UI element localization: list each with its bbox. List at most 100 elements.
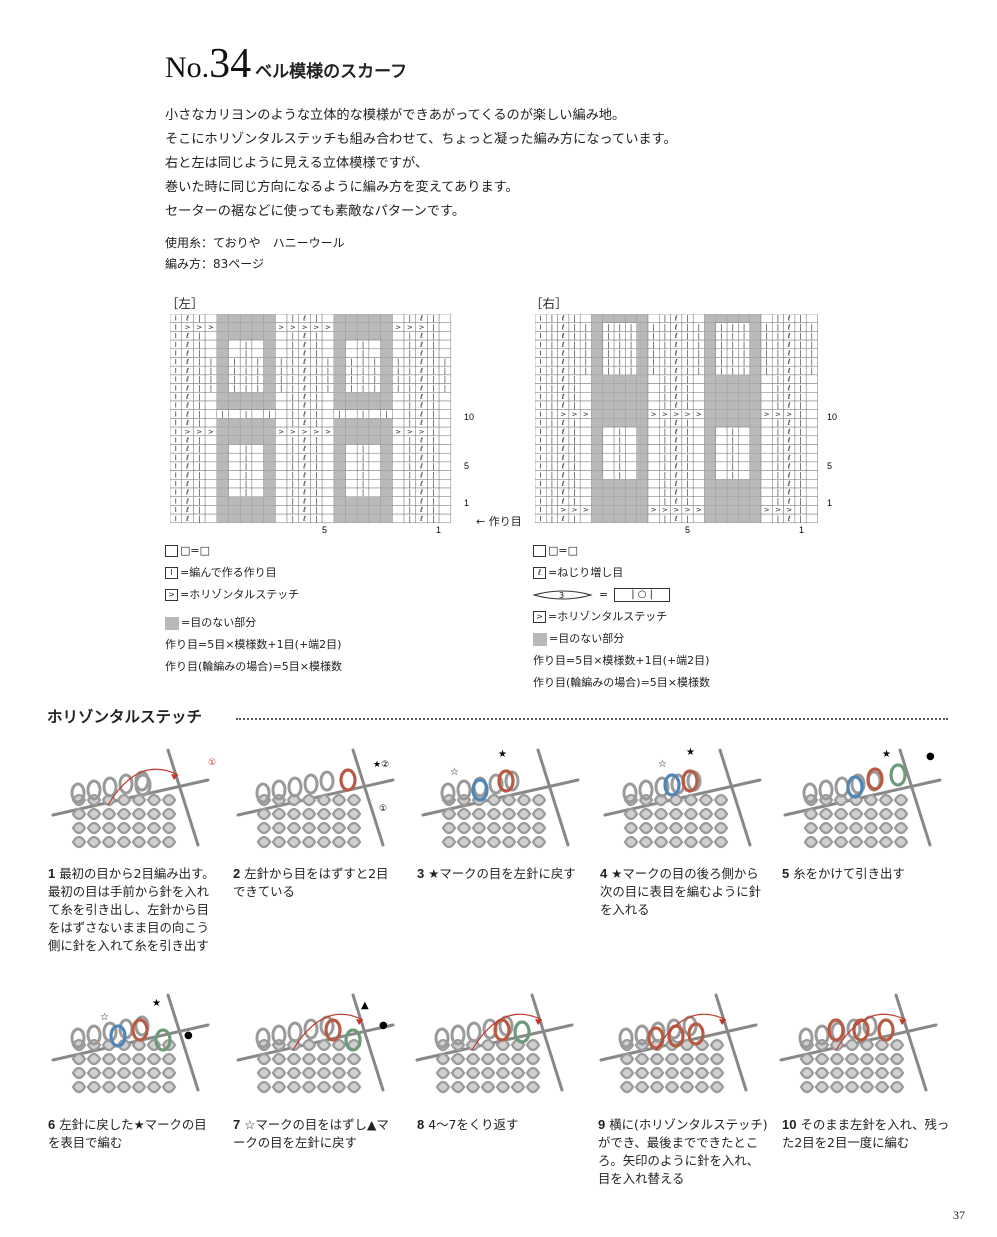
- col-label-1: 1: [799, 525, 804, 535]
- chart-symbol: |: [432, 402, 434, 410]
- arrow-head-icon: [356, 1019, 363, 1025]
- chart-cell: [333, 435, 346, 445]
- chart-symbol: ℓ: [302, 445, 306, 453]
- chart-symbol: ℓ: [674, 454, 678, 462]
- chart-symbol: I: [175, 428, 177, 436]
- chart-symbol: >: [572, 506, 578, 514]
- chart-symbol: ℓ: [302, 341, 306, 349]
- chart-cell: [613, 487, 626, 497]
- chart-cell: [321, 487, 335, 497]
- chart-symbol: ℓ: [302, 410, 306, 418]
- chart-cell: [625, 314, 637, 323]
- yarn-line: 使用糸：ておりや ハニーウール: [165, 236, 345, 250]
- chart-cell: [636, 470, 649, 480]
- chart-cell: [204, 496, 218, 506]
- chart-symbol: ℓ: [185, 506, 189, 514]
- chart-symbol: |: [409, 341, 411, 349]
- chart-symbol: |: [686, 463, 688, 471]
- chart-symbol: ℓ: [185, 376, 189, 384]
- chart-symbol: |: [385, 410, 387, 418]
- chart-cell: [438, 331, 452, 341]
- chart-symbol: I: [540, 376, 542, 384]
- step-7: 7☆マークの目をはずし▲マークの目を左針に戻す: [233, 1117, 389, 1150]
- chart-cell: [380, 331, 393, 341]
- chart-symbol: >: [208, 428, 214, 436]
- chart-symbol: >: [313, 428, 319, 436]
- chart-cell: [704, 400, 717, 410]
- chart-cell: [602, 435, 615, 445]
- chart-symbol: |: [765, 341, 767, 349]
- chart-cell: [333, 392, 346, 402]
- chart-cell: [438, 452, 452, 463]
- chart-symbol: |: [573, 367, 575, 375]
- chart-cell: [239, 418, 253, 428]
- chart-symbol: |: [315, 358, 317, 366]
- chart-cell: [228, 513, 241, 524]
- chart-cell: [321, 470, 335, 480]
- chart-symbol: |: [732, 332, 734, 340]
- chart-symbol: |: [630, 350, 632, 358]
- chart-symbol: ℓ: [787, 497, 791, 505]
- chart-cell: [738, 444, 750, 454]
- chart-cell: [345, 409, 358, 419]
- chart-symbol: >: [407, 323, 413, 331]
- chart-cell: [216, 426, 229, 437]
- chart-cell: [263, 339, 276, 350]
- knit-fabric: [415, 993, 574, 1094]
- chart-cell: [263, 383, 276, 393]
- chart-cell: [368, 392, 381, 402]
- chart-symbol: ℓ: [674, 358, 678, 366]
- chart-symbol: I: [175, 376, 177, 384]
- chart-cell: [345, 322, 358, 332]
- chart-symbol: |: [198, 497, 200, 505]
- chart-symbol: |: [585, 323, 587, 331]
- chart-symbol: |: [686, 437, 688, 445]
- chart-cell: [805, 461, 818, 471]
- chart-cell: [692, 314, 705, 323]
- chart-symbol: ℓ: [185, 437, 189, 445]
- chart-symbol: |: [799, 515, 801, 523]
- chart-symbol: |: [573, 437, 575, 445]
- chart-cell: [251, 426, 264, 437]
- chart-cell: [602, 426, 615, 437]
- chart-cell: [239, 513, 253, 524]
- chart-symbol: |: [799, 393, 801, 401]
- chart-cell: [204, 513, 218, 524]
- chart-cell: [692, 444, 705, 454]
- chart-symbol: |: [573, 497, 575, 505]
- chart-cell: [333, 461, 346, 471]
- chart-cell: [738, 479, 750, 489]
- svg-text:☆: ☆: [450, 767, 459, 778]
- chart-cell: [704, 314, 717, 323]
- chart-cell: [321, 400, 335, 410]
- svg-text:☆: ☆: [658, 759, 667, 770]
- chart-cell: [704, 470, 717, 480]
- chart-symbol: |: [409, 454, 411, 462]
- chart-symbol: |: [585, 358, 587, 366]
- chart-symbol: |: [585, 367, 587, 375]
- chart-cell: [275, 392, 288, 402]
- chart-cell: [715, 383, 728, 393]
- chart-symbol: |: [652, 367, 654, 375]
- twist-increase-icon: ℓ: [533, 567, 546, 579]
- chart-symbol: |: [799, 367, 801, 375]
- chart-symbol: |: [257, 358, 259, 366]
- chart-cell: [380, 452, 393, 463]
- chart-cell: [715, 426, 728, 437]
- chart-cell: [438, 479, 452, 489]
- chart-symbol: ℓ: [561, 315, 565, 323]
- chart-symbol: ℓ: [674, 445, 678, 453]
- chart-cell: [321, 331, 335, 341]
- chart-symbol: >: [572, 410, 578, 418]
- chart-symbol: |: [799, 454, 801, 462]
- chart-cell: [321, 444, 335, 454]
- chart-cell: [263, 435, 276, 445]
- chart-cell: [636, 444, 649, 454]
- chart-cell: [636, 374, 649, 384]
- chart-cell: [625, 487, 637, 497]
- chart-cell: [726, 487, 739, 497]
- chart-symbol: |: [409, 402, 411, 410]
- chart-symbol: |: [292, 497, 294, 505]
- chart-cell: [738, 496, 750, 506]
